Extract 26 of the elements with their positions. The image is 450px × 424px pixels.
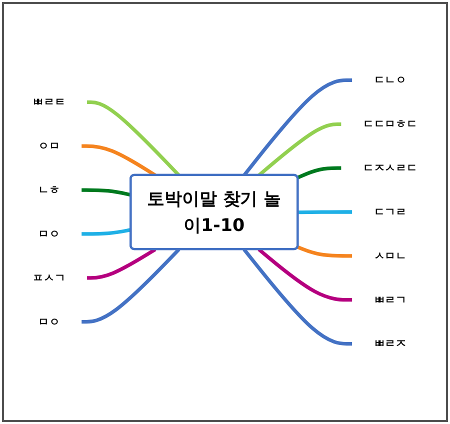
node-text: ㅇㅁ	[38, 139, 60, 152]
node-text: ㄷㄱㄹ	[374, 205, 407, 218]
node-text: ㅁㅇ	[38, 315, 60, 328]
connector	[87, 248, 156, 280]
node-text: ㄴㅎ	[38, 183, 60, 196]
node-text: ㅁㅇ	[38, 227, 60, 240]
node-text: ㄷㄷㅁㅎㄷ	[362, 117, 418, 130]
node-text: ㄷㄴㅇ	[374, 74, 407, 87]
connector	[82, 228, 132, 236]
node-text: ㅃㄹㅌ	[32, 95, 66, 109]
connector	[298, 210, 352, 214]
connector	[242, 248, 352, 346]
node-text: ㅅㅁㄴ	[374, 249, 407, 262]
node-text: ㅍㅅㄱ	[32, 271, 66, 284]
connector	[258, 122, 342, 177]
connector	[82, 188, 132, 197]
connector	[242, 78, 352, 176]
node-text: ㅃㄹㄱ	[374, 293, 407, 306]
node-text: ㄷㅈㅅㄹㄷ	[362, 161, 418, 174]
connector	[258, 248, 352, 302]
connector	[297, 245, 352, 258]
connector	[82, 144, 156, 177]
node-text: ㅃㄹㅈ	[374, 337, 407, 350]
connector	[82, 248, 180, 324]
connector	[87, 100, 180, 177]
connector	[296, 166, 342, 180]
